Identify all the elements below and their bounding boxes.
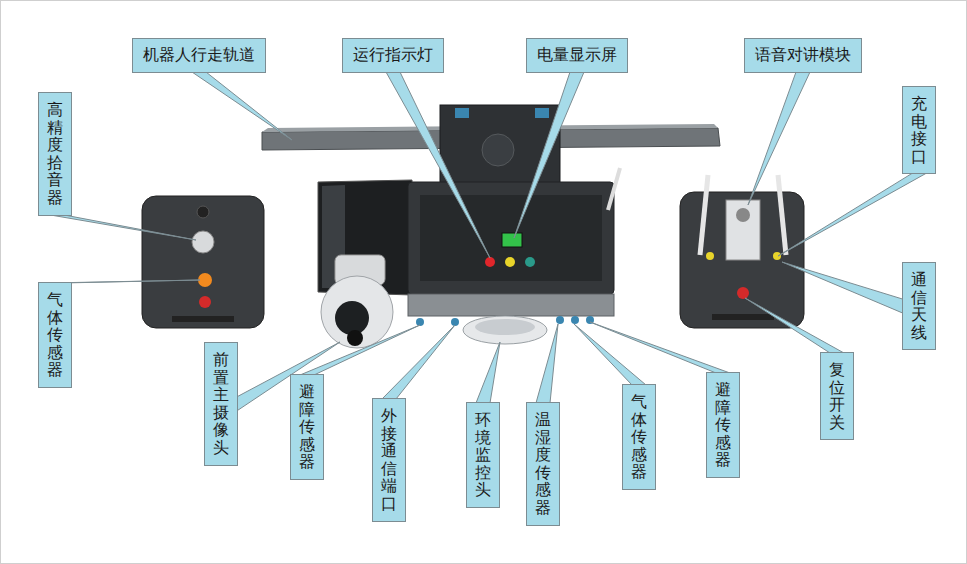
- callout-tail: [745, 298, 844, 353]
- callout-label: 气体传感器: [47, 291, 63, 379]
- callout-label: 复位开关: [829, 361, 845, 431]
- callout-tail: [300, 325, 420, 375]
- robot-body: [408, 182, 614, 294]
- sensor: [556, 316, 564, 324]
- antenna: [608, 168, 620, 210]
- right-panel: [680, 192, 804, 328]
- button: [199, 296, 211, 308]
- battery-screen: [502, 233, 522, 247]
- camera-lens: [335, 301, 369, 335]
- callout-label: 气体传感器: [631, 393, 647, 481]
- charge-port: [773, 252, 781, 260]
- callout-box: 充电接口: [902, 86, 936, 174]
- port: [451, 318, 459, 326]
- sensor: [571, 316, 579, 324]
- callout-box: 温湿度传感器: [526, 402, 560, 526]
- callout-tail: [536, 324, 558, 403]
- hole: [197, 206, 209, 218]
- callout-box: 气体传感器: [622, 384, 656, 490]
- antenna: [778, 175, 786, 255]
- main-camera: [321, 276, 393, 348]
- callout-box: 气体传感器: [38, 282, 72, 388]
- callout-box: 前置主摄像头: [204, 342, 238, 466]
- body-base: [408, 294, 614, 316]
- callout-box: 机器人行走轨道: [132, 38, 266, 73]
- callout-tail: [590, 322, 730, 373]
- callout-label: 充电接口: [911, 95, 927, 165]
- callout-box: 外接通信端口: [372, 398, 406, 522]
- callout-label: 机器人行走轨道: [143, 45, 255, 66]
- callout-tail: [748, 72, 810, 205]
- callout-tail: [382, 325, 455, 399]
- callout-tail: [192, 72, 292, 140]
- indicator-red: [485, 257, 495, 267]
- callout-tail: [48, 215, 196, 240]
- microphone: [192, 231, 214, 253]
- callout-tail: [782, 262, 903, 313]
- callout-label: 外接通信端口: [381, 407, 397, 513]
- callout-tail: [778, 173, 926, 256]
- callout-label: 语音对讲模块: [755, 45, 851, 66]
- dome-inner: [475, 319, 535, 335]
- callout-box: 通信天线: [902, 262, 936, 350]
- callout-tail: [476, 342, 500, 403]
- reset-button: [737, 287, 749, 299]
- vent: [172, 316, 234, 322]
- callout-box: 复位开关: [820, 352, 854, 440]
- speaker: [736, 208, 750, 222]
- front-face: [420, 195, 602, 281]
- clamp: [455, 108, 469, 118]
- callout-tail: [574, 324, 646, 385]
- callout-box: 避障传感器: [706, 372, 740, 478]
- callout-box: 避障传感器: [290, 374, 324, 480]
- mount-bolt: [482, 134, 514, 166]
- callout-box: 运行指示灯: [342, 38, 444, 73]
- callout-label: 运行指示灯: [353, 45, 433, 66]
- callout-label: 避障传感器: [299, 383, 315, 471]
- callout-box: 电量显示屏: [526, 38, 628, 73]
- callout-tail: [514, 72, 584, 238]
- environment-dome: [463, 316, 547, 344]
- callout-label: 通信天线: [911, 271, 927, 341]
- callout-label: 环境监控头: [475, 411, 491, 499]
- indicator-teal: [525, 257, 535, 267]
- callout-box: 环境监控头: [466, 402, 500, 508]
- callout-label: 温湿度传感器: [535, 411, 551, 517]
- camera-lens2: [347, 330, 363, 346]
- callout-tail: [386, 72, 490, 258]
- callout-box: 语音对讲模块: [744, 38, 862, 73]
- clamp: [535, 108, 549, 118]
- charge-port: [706, 252, 714, 260]
- sensor: [416, 318, 424, 326]
- intercom-module: [726, 200, 760, 260]
- callout-label: 避障传感器: [715, 381, 731, 469]
- callout-label: 电量显示屏: [537, 45, 617, 66]
- left-panel: [142, 196, 264, 328]
- antenna: [700, 175, 708, 255]
- callout-label: 高精度拾音器: [47, 101, 63, 207]
- callout-tail: [237, 342, 340, 411]
- vent: [712, 314, 774, 320]
- indicator-yellow: [505, 257, 515, 267]
- mount: [440, 105, 560, 185]
- callout-box: 高精度拾音器: [38, 92, 72, 216]
- callout-label: 前置主摄像头: [213, 351, 229, 457]
- gas-sensor: [198, 273, 212, 287]
